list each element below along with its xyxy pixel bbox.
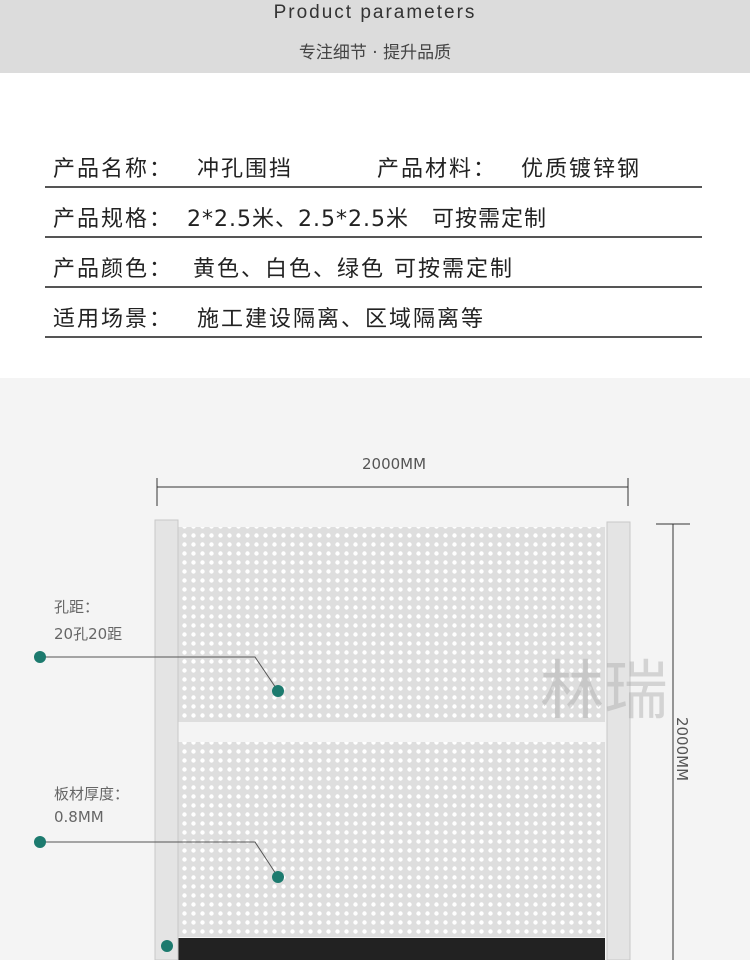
watermark: 林瑞 — [540, 655, 668, 729]
callout-dot — [34, 836, 46, 848]
spec-row-name: 产品名称： 冲孔围挡 产品材料： 优质镀锌钢 — [45, 138, 702, 188]
spec-label: 产品名称： — [53, 157, 174, 182]
spec-value: 黄色、白色、绿色 可按需定制 — [193, 257, 514, 282]
callout-title: 板材厚度： — [54, 785, 130, 803]
callout-dot — [161, 940, 173, 952]
callout-dot — [272, 871, 284, 883]
spec-row-color: 产品颜色： 黄色、白色、绿色 可按需定制 — [45, 238, 702, 288]
spec-value: 优质镀锌钢 — [521, 157, 642, 182]
lower-panel — [178, 742, 605, 937]
left-post — [154, 519, 179, 960]
spec-label: 产品规格： — [53, 207, 174, 232]
spec-value: 2*2.5米、2.5*2.5米 可按需定制 — [187, 207, 547, 232]
callout-dot — [34, 651, 46, 663]
spec-value: 冲孔围挡 — [197, 157, 294, 182]
spec-value: 施工建设隔离、区域隔离等 — [197, 307, 486, 332]
title-en: Product parameters — [273, 2, 477, 23]
spec-row-size: 产品规格： 2*2.5米、2.5*2.5米 可按需定制 — [45, 188, 702, 238]
subtitle-cn: 专注细节 · 提升品质 — [298, 43, 452, 63]
width-label: 2000MM — [362, 455, 427, 473]
callout-title: 孔距： — [54, 598, 100, 616]
base-block — [178, 938, 605, 960]
callout-line — [40, 841, 279, 878]
height-label: 2000MM — [673, 716, 692, 782]
spec-label: 产品材料： — [377, 157, 498, 182]
callout-value: 20孔20距 — [54, 625, 123, 643]
spec-row-usage: 适用场景： 施工建设隔离、区域隔离等 — [45, 288, 702, 338]
callout-value: 0.8MM — [54, 808, 104, 826]
spec-label: 产品颜色： — [53, 257, 174, 282]
header-banner: Product parameters 专注细节 · 提升品质 — [0, 0, 750, 73]
right-post — [606, 521, 631, 960]
callout-dot — [272, 685, 284, 697]
spec-label: 适用场景： — [53, 307, 174, 332]
spec-table: 产品名称： 冲孔围挡 产品材料： 优质镀锌钢 产品规格： 2*2.5米、2.5*… — [45, 138, 702, 338]
callout-line — [40, 656, 279, 692]
upper-panel — [178, 527, 605, 722]
